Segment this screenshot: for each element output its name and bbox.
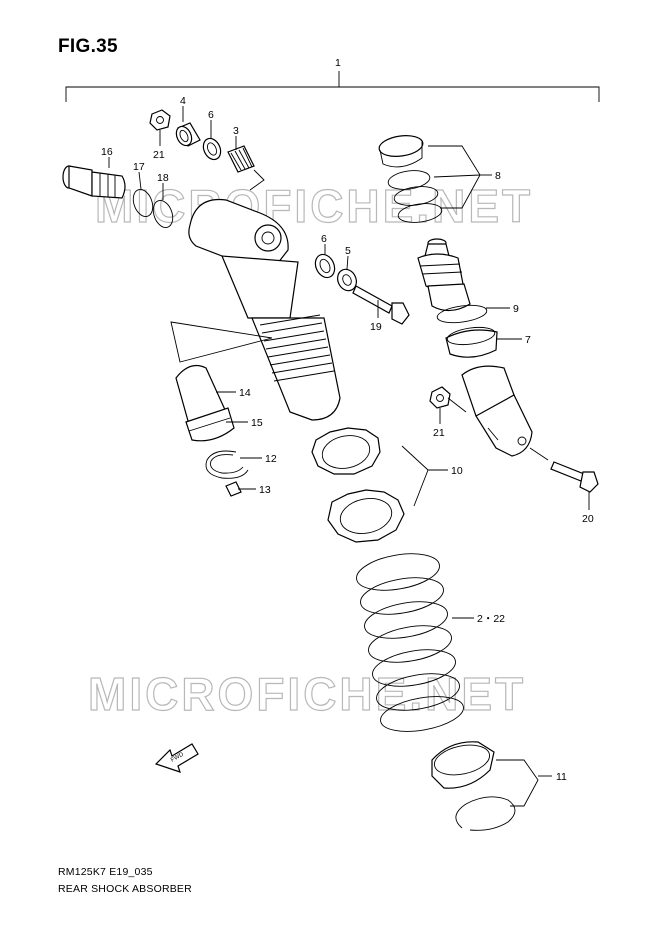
callout-labels: 1 4 6 3 8 16 17 21 18 6 5 9 7 19 14 15 2… [101, 57, 594, 783]
part-7-seat [445, 326, 498, 358]
shaft-upper-assembly [417, 238, 471, 312]
fwd-arrow-icon: FWD [154, 743, 199, 773]
callout-21-lower: 21 [433, 427, 445, 439]
watermark-bottom: MICROFICHE.NET [88, 668, 526, 720]
part-18-o-ring [152, 200, 174, 228]
callout-18: 18 [157, 172, 169, 184]
callout-14: 14 [239, 387, 251, 399]
callout-11: 11 [556, 771, 567, 783]
callout-leaders [108, 106, 590, 510]
callout-20: 20 [582, 513, 594, 525]
part-12-circlip [205, 450, 249, 479]
callout-7: 7 [525, 334, 531, 346]
callout-10: 10 [451, 465, 463, 477]
callout-3: 3 [233, 125, 239, 137]
reservoir-link [170, 321, 273, 363]
part-13-plug [225, 481, 242, 497]
callout-5: 5 [345, 245, 351, 257]
callout-19: 19 [370, 321, 382, 333]
part-15-reservoir-cap [185, 407, 235, 442]
callout-6-top: 6 [208, 109, 214, 121]
watermark-top: MICROFICHE.NET [95, 180, 533, 232]
part-5-washer [337, 268, 357, 292]
callout-2-22: 2・22 [477, 613, 505, 625]
part-21-nut-top [149, 109, 171, 131]
part-19-bolt [352, 285, 410, 325]
model-code: RM125K7 E19_035 [58, 866, 153, 878]
figure-name: REAR SHOCK ABSORBER [58, 883, 192, 895]
part-8-collars [378, 135, 443, 223]
part-20-bolt [550, 461, 599, 493]
callout-12: 12 [265, 453, 277, 465]
part-6-seal-mid [314, 253, 336, 279]
callout-21-top: 21 [153, 149, 165, 161]
part-10-spring-nut-upper [311, 427, 381, 475]
part-16-valve-cap [62, 165, 126, 199]
shock-lower-clevis [461, 365, 533, 457]
callout-4: 4 [180, 95, 186, 107]
part-6-seal-top [202, 137, 222, 161]
figure-title: FIG.35 [58, 36, 118, 57]
callout-17: 17 [133, 161, 145, 173]
part-9-o-ring [436, 304, 488, 324]
assembly-bracket [65, 71, 600, 102]
callout-6-mid: 6 [321, 233, 327, 245]
part-3-bearing [227, 145, 255, 173]
callout-9: 9 [513, 303, 519, 315]
part-17-o-ring [132, 189, 154, 217]
shock-body [188, 198, 341, 421]
callout-13: 13 [259, 484, 271, 496]
part-10-spring-nut-lower [327, 489, 405, 543]
part-21-nut-lower [429, 386, 451, 409]
callout-1: 1 [335, 57, 341, 69]
callout-8: 8 [495, 170, 501, 182]
part-11-spring-seat [431, 741, 495, 789]
part-4-bushing [175, 122, 201, 147]
part-11-circlip [455, 796, 516, 831]
callout-15: 15 [251, 417, 263, 429]
part-2-22-coil-spring [356, 553, 464, 732]
callout-16: 16 [101, 146, 113, 158]
